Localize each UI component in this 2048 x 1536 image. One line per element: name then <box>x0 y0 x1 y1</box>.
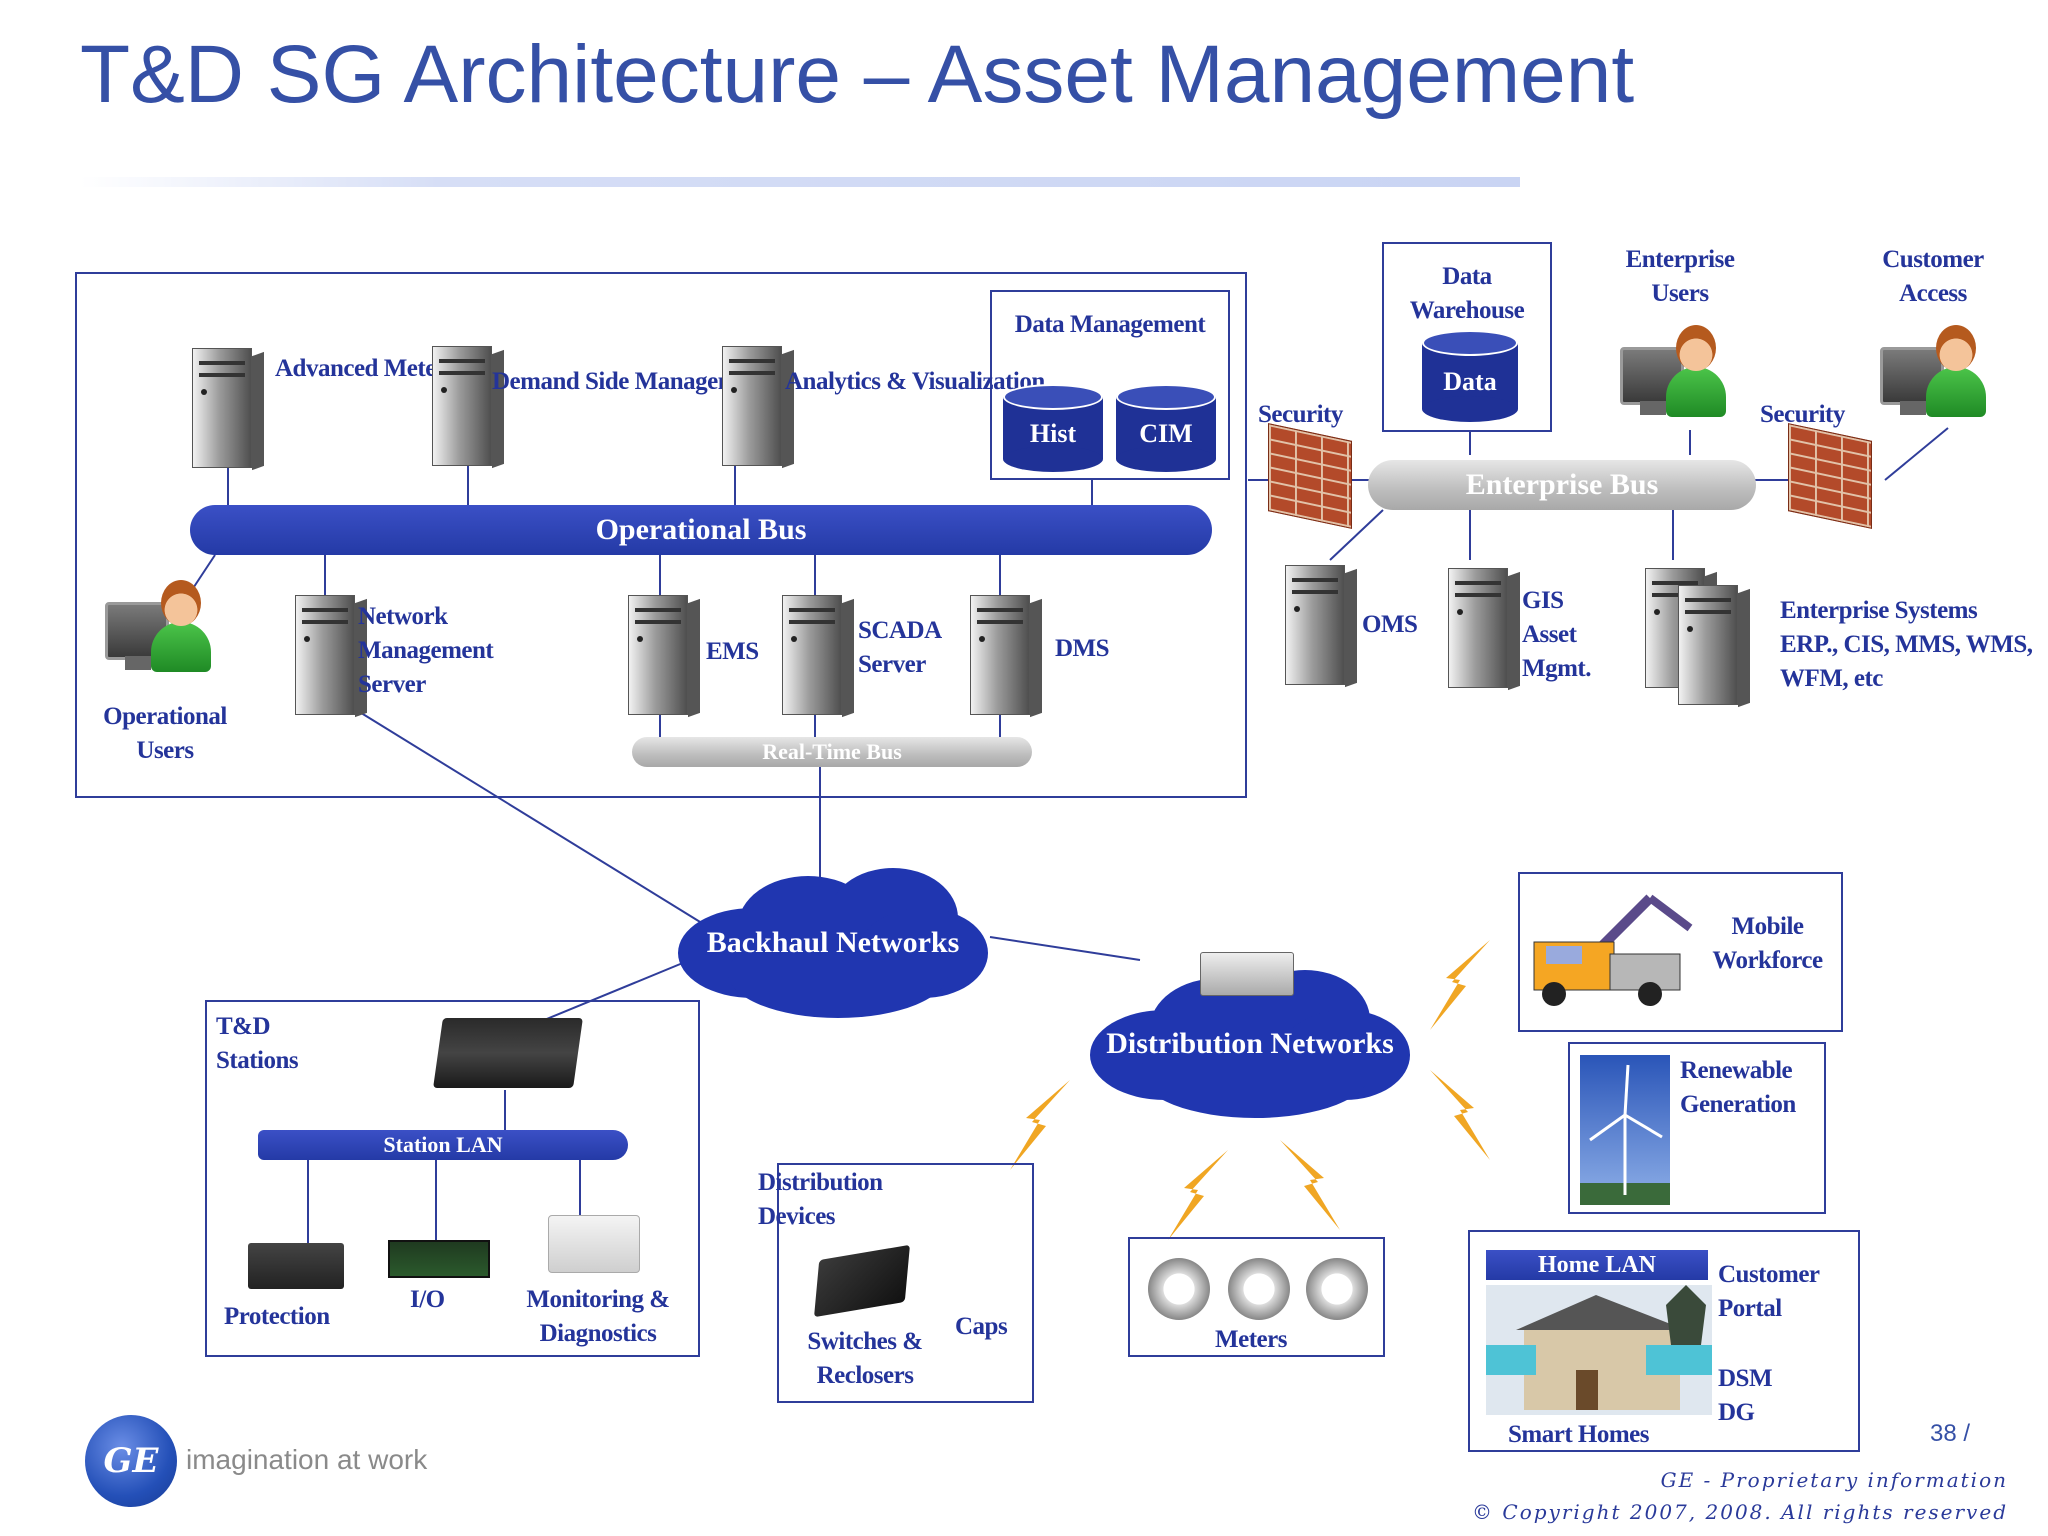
scada-server-icon <box>782 595 854 718</box>
data-warehouse-box <box>1382 242 1552 432</box>
copyright-notice: © Copyright 2007, 2008. All rights reser… <box>1472 1500 2008 1524</box>
operational-users-icon <box>105 580 215 680</box>
page-number: 38 / <box>1930 1420 1971 1447</box>
data-label: Data <box>1443 367 1497 396</box>
firewall-left-icon <box>1268 423 1352 529</box>
smart-home-house-icon <box>1486 1285 1712 1415</box>
data-warehouse-label: Data Warehouse <box>1409 263 1525 324</box>
lightning-icon <box>1430 940 1490 1030</box>
security-right-label: Security <box>1760 401 1845 428</box>
operational-region <box>75 272 1247 798</box>
monitoring-diagnostics-label: Monitoring & Diagnostics <box>526 1286 670 1347</box>
backhaul-networks-label: Backhaul Networks <box>706 926 960 959</box>
td-stations-label: T&D Stations <box>216 1013 299 1074</box>
hist-database-icon: Hist <box>1003 384 1103 472</box>
home-lan-bus: Home LAN <box>1486 1250 1708 1280</box>
dms-server-icon <box>970 595 1042 718</box>
analytics-server-icon <box>722 346 794 469</box>
customer-portal-label: Customer Portal <box>1718 1261 1820 1322</box>
enterprise-users-label: Enterprise Users <box>1625 246 1735 307</box>
ems-server-icon <box>628 595 700 718</box>
tagline: imagination at work <box>186 1444 428 1475</box>
io-label: I/O <box>410 1286 445 1313</box>
cim-label: CIM <box>1139 419 1193 448</box>
scada-label: SCADA Server <box>858 617 941 678</box>
demand-side-server-icon <box>432 346 504 469</box>
meter-icon <box>1228 1258 1290 1320</box>
distribution-networks-cloud: Distribution Networks <box>1090 970 1410 1118</box>
customer-access-label: Customer Access <box>1882 246 1984 307</box>
data-management-label: Data Management <box>1014 311 1206 338</box>
advanced-metering-server-icon <box>192 348 264 471</box>
meter-icon <box>1306 1258 1368 1320</box>
renewable-generation-label: Renewable Generation <box>1680 1057 1796 1118</box>
protection-device-icon <box>248 1243 344 1289</box>
lightning-icon <box>1010 1080 1070 1170</box>
proprietary-notice: GE - Proprietary information <box>1660 1468 2008 1492</box>
network-management-label: Network Management Server <box>358 603 494 698</box>
smart-homes-box <box>1468 1230 1860 1452</box>
station-rack-icon <box>433 1018 583 1088</box>
dms-label: DMS <box>1055 635 1110 662</box>
ge-logo: GE <box>85 1415 177 1507</box>
data-management-box <box>990 290 1230 480</box>
distribution-devices-box <box>777 1163 1034 1403</box>
meters-label: Meters <box>1215 1326 1287 1353</box>
distribution-devices-label: Distribution Devices <box>758 1169 883 1230</box>
lightning-icon <box>1280 1140 1340 1230</box>
mobile-workforce-box <box>1518 872 1843 1032</box>
oms-label: OMS <box>1362 611 1418 638</box>
operational-bus: Operational Bus <box>190 505 1212 555</box>
switches-reclosers-label: Switches & Reclosers <box>807 1328 923 1389</box>
operational-users-label: Operational Users <box>103 703 227 764</box>
distribution-networks-label: Distribution Networks <box>1106 1027 1394 1060</box>
router-icon <box>1200 952 1294 996</box>
data-warehouse-database-icon: Data <box>1422 330 1518 422</box>
hist-label: Hist <box>1029 419 1077 448</box>
ems-label: EMS <box>706 638 759 665</box>
page-title: T&D SG Architecture – Asset Management <box>80 29 1635 120</box>
firewall-right-icon <box>1788 423 1872 529</box>
meters-box <box>1128 1237 1385 1357</box>
mobile-workforce-label: Mobile Workforce <box>1712 913 1823 974</box>
cim-database-icon: CIM <box>1116 384 1216 472</box>
realtime-bus: Real-Time Bus <box>632 737 1032 767</box>
enterprise-users-icon <box>1620 325 1730 425</box>
network-management-server-icon <box>295 595 367 718</box>
enterprise-systems-server-2-icon <box>1678 585 1750 708</box>
customer-access-icon <box>1880 325 1990 425</box>
dg-label: DG <box>1718 1399 1755 1426</box>
analytics-label: Analytics & Visualization <box>785 368 1045 395</box>
renewable-generation-box <box>1568 1042 1826 1214</box>
station-lan-bus: Station LAN <box>258 1130 628 1160</box>
wind-turbine-icon <box>1580 1055 1670 1205</box>
monitoring-device-icon <box>548 1215 640 1273</box>
meter-icon <box>1148 1258 1210 1320</box>
smart-homes-label: Smart Homes <box>1508 1421 1650 1448</box>
dsm-label: DSM <box>1718 1365 1773 1392</box>
enterprise-bus: Enterprise Bus <box>1368 460 1756 510</box>
td-stations-box <box>205 1000 700 1357</box>
utility-truck-icon <box>1533 894 1693 1006</box>
gis-server-icon <box>1448 568 1520 691</box>
gis-asset-label: GIS Asset Mgmt. <box>1522 587 1592 682</box>
enterprise-systems-label: Enterprise Systems ERP., CIS, MMS, WMS, … <box>1780 597 2033 692</box>
lightning-icon <box>1430 1070 1490 1160</box>
lightning-icon <box>1168 1150 1228 1240</box>
backhaul-networks-cloud: Backhaul Networks <box>678 868 988 1018</box>
protection-label: Protection <box>224 1303 330 1330</box>
caps-label: Caps <box>955 1313 1008 1340</box>
oms-server-icon <box>1285 565 1357 688</box>
title-underline <box>80 177 1520 187</box>
io-device-icon <box>388 1240 490 1278</box>
